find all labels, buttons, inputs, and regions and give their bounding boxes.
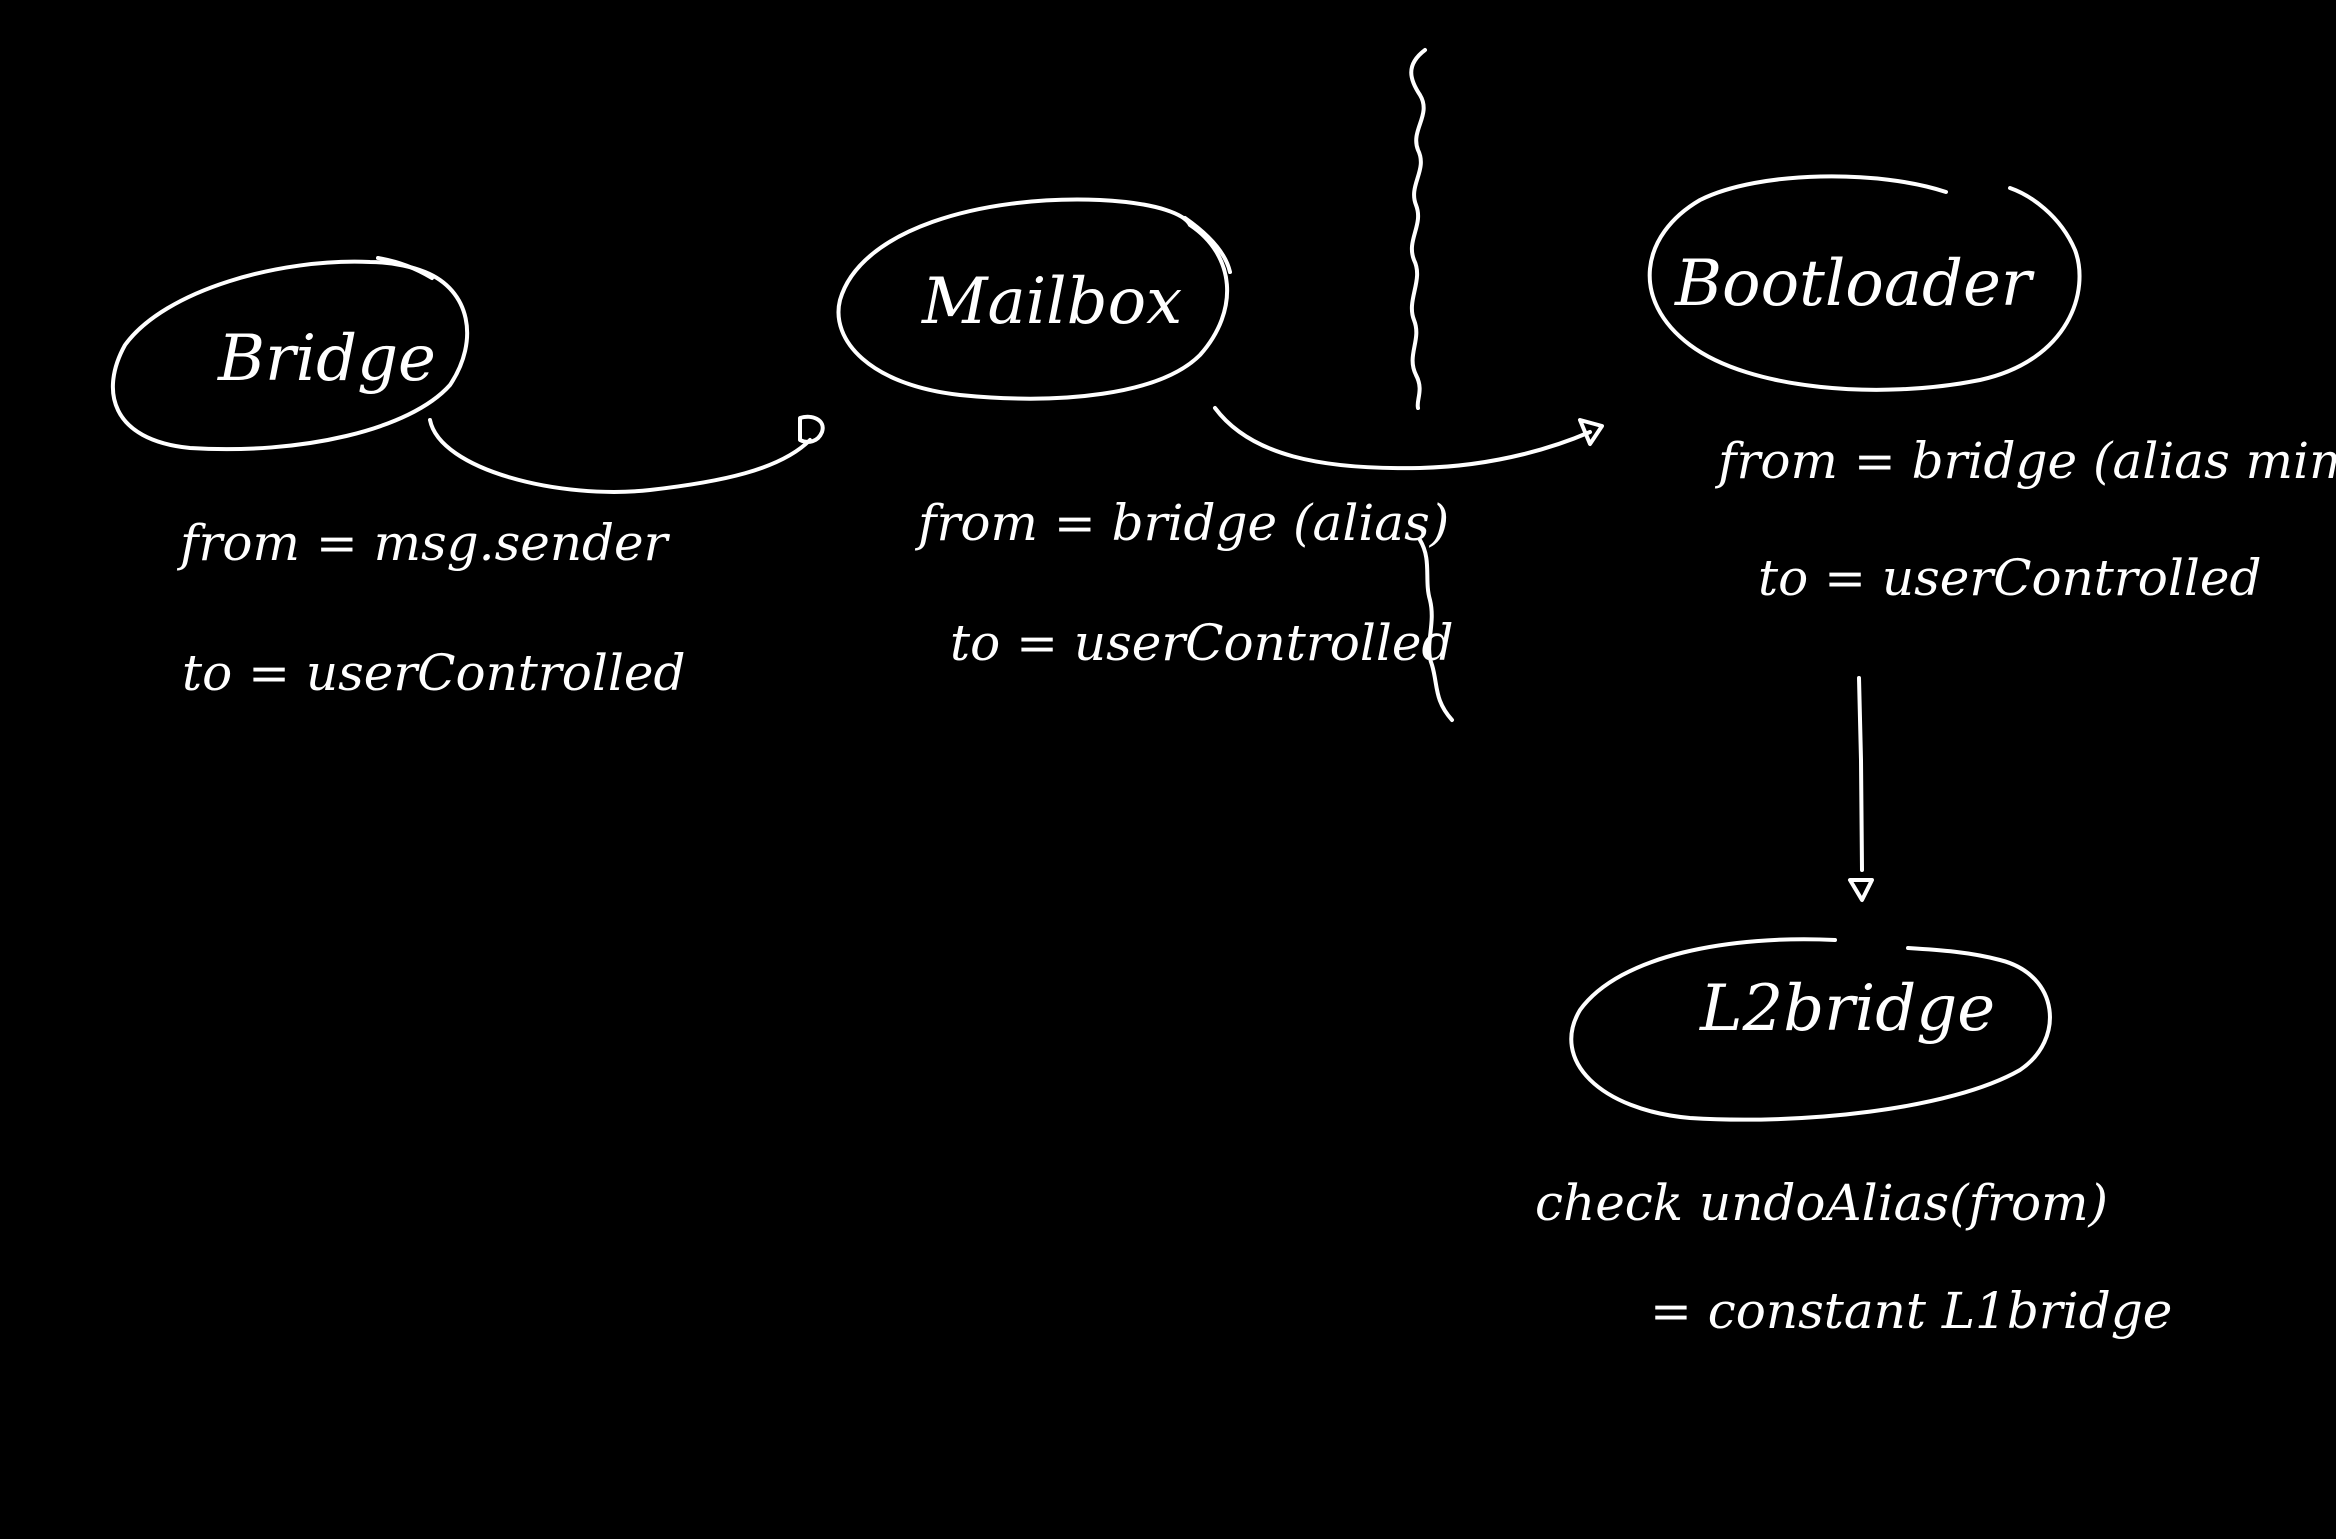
edge-bridge-mailbox-arrowhead [798,414,825,444]
edge-mailbox-bootloader-arrowhead [1578,418,1604,446]
note-bootloader-from: from = bridge (alias mimic) [1714,432,2336,490]
note-l2bridge-check: check undoAlias(from) [1535,1174,2108,1232]
node-bridge-label: Bridge [217,322,436,396]
note-l2bridge-equals: = constant L1bridge [1650,1282,2172,1340]
edge-bootloader-l2bridge [1848,676,1874,902]
node-l2bridge-label: L2bridge [1699,972,1995,1046]
notes-bootloader: from = bridge (alias mimic) to = userCon… [1714,432,2336,607]
note-bridge-from: from = msg.sender [176,514,671,572]
note-bootloader-to: to = userControlled [1758,549,2261,607]
node-l2bridge: L2bridge [1569,937,2052,1122]
node-mailbox-overstroke [1183,216,1232,274]
boundary-divider-lower [1418,538,1454,722]
notes-mailbox: from = bridge (alias) to = userControlle… [914,494,1453,672]
node-bridge-overstroke [376,256,434,280]
edge-bridge-mailbox-curve [428,418,812,494]
node-mailbox-ellipse [836,197,1230,401]
node-mailbox: Mailbox [836,197,1232,401]
node-mailbox-label: Mailbox [921,265,1182,339]
notes-l2bridge: check undoAlias(from) = constant L1bridg… [1535,1174,2172,1340]
note-mailbox-from: from = bridge (alias) [914,494,1449,552]
node-bridge-ellipse [110,259,470,452]
note-bridge-to: to = userControlled [182,644,685,702]
edge-mailbox-bootloader [1213,406,1604,471]
boundary-divider [1409,48,1454,722]
node-l2bridge-ellipse [1569,937,2052,1122]
node-bootloader-label: Bootloader [1674,247,2035,321]
edge-bridge-mailbox [428,414,825,494]
node-bridge: Bridge [110,256,470,452]
notes-bridge: from = msg.sender to = userControlled [176,514,685,702]
edge-bootloader-l2bridge-arrowhead [1848,878,1874,902]
edge-mailbox-bootloader-curve [1213,406,1592,471]
boundary-divider-upper [1409,48,1427,410]
node-bootloader: Bootloader [1647,174,2082,392]
note-mailbox-to: to = userControlled [950,614,1453,672]
node-bootloader-ellipse-left [1647,174,2082,392]
edge-bootloader-l2bridge-line [1857,676,1864,872]
